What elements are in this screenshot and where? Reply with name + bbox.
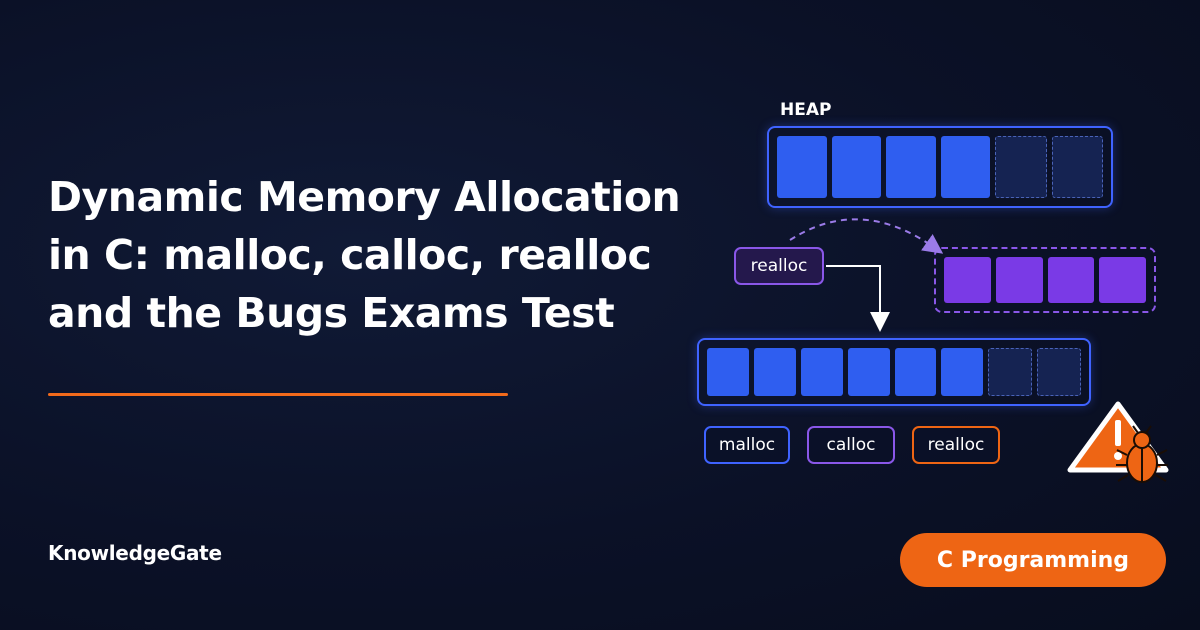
memory-cell-allocated: [831, 136, 881, 198]
function-tag-malloc: malloc: [704, 426, 790, 464]
realloc-callout-tag: realloc: [734, 247, 824, 285]
category-pill: C Programming: [900, 533, 1166, 587]
dashed-realloc-arrow: [789, 218, 944, 254]
memory-cell-reallocated: [1047, 257, 1095, 303]
heap-block-top: [767, 126, 1113, 208]
memory-cell-allocated: [940, 136, 990, 198]
function-tag-calloc: calloc: [807, 426, 895, 464]
memory-cell-allocated: [707, 348, 749, 396]
memory-cell-free: [1051, 136, 1103, 198]
heap-block-realloc: [934, 247, 1156, 313]
memory-cell-allocated: [941, 348, 984, 396]
memory-cell-allocated: [886, 136, 936, 198]
heap-label: HEAP: [780, 100, 832, 120]
memory-cell-allocated: [777, 136, 827, 198]
memory-cell-reallocated: [944, 257, 991, 303]
memory-cell-free: [988, 348, 1033, 396]
function-tag-realloc: realloc: [912, 426, 1000, 464]
memory-cell-reallocated: [1099, 257, 1146, 303]
page-title: Dynamic Memory Allocation in C: malloc, …: [48, 168, 748, 342]
realloc-down-arrow: [826, 265, 890, 332]
memory-cell-reallocated: [995, 257, 1043, 303]
title-underline: [48, 393, 508, 396]
title-line-1: Dynamic Memory Allocation: [48, 173, 681, 221]
memory-cell-free: [995, 136, 1047, 198]
memory-cell-allocated: [800, 348, 843, 396]
memory-cell-allocated: [894, 348, 937, 396]
title-line-3: and the Bugs Exams Test: [48, 289, 615, 337]
title-line-2: in C: malloc, calloc, realloc: [48, 231, 652, 279]
bug-icon: [1116, 425, 1168, 483]
warning-icon: [1067, 401, 1169, 473]
heap-block-bottom: [697, 338, 1091, 406]
memory-cell-allocated: [753, 348, 796, 396]
memory-cell-free: [1037, 348, 1081, 396]
brand-logo-text: KnowledgeGate: [48, 541, 222, 565]
memory-cell-allocated: [847, 348, 890, 396]
